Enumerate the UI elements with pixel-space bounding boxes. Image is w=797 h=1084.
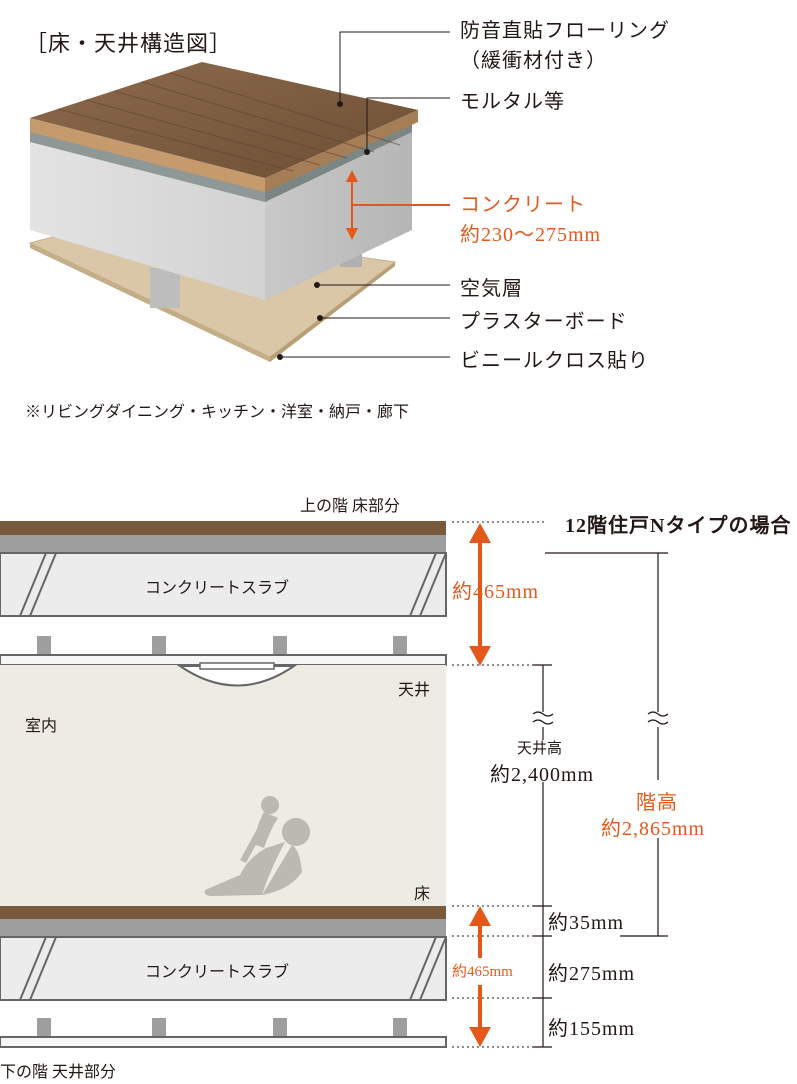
ceiling-light <box>176 665 298 687</box>
lower-slab-label: コンクリートスラブ <box>145 964 290 981</box>
parent-child-silhouette <box>204 796 310 896</box>
lower-flooring <box>0 906 446 919</box>
upper-slab-label: コンクリートスラブ <box>145 580 290 597</box>
mortar-layer <box>30 130 265 202</box>
label-concrete-1: コンクリート <box>460 194 586 216</box>
label-flooring-2: （緩衝材付き） <box>460 50 607 72</box>
label-concrete-2: 約230〜275mm <box>460 224 602 246</box>
support-beam <box>150 268 180 308</box>
floor-height-title: 階高 <box>636 792 678 814</box>
upper-dimension: 約465mm <box>452 581 540 603</box>
ceiling-height-value: 約2,400mm <box>490 764 595 786</box>
lower-hangers <box>37 1018 407 1037</box>
floor-label: 床 <box>414 886 431 903</box>
dim-35: 約35mm <box>548 912 625 934</box>
upper-mortar <box>0 535 446 553</box>
room-note: ※リビングダイニング・キッチン・洋室・納戸・廊下 <box>25 404 410 421</box>
label-air-layer: 空気層 <box>460 278 523 300</box>
upper-slab <box>0 552 447 617</box>
lower-dimension: 約465mm <box>452 964 513 980</box>
upper-hangers <box>37 636 407 655</box>
label-plaster-board: プラスターボード <box>460 311 628 333</box>
upper-flooring <box>0 521 446 535</box>
lower-slab <box>0 936 447 1001</box>
lower-ceiling-label: 下の階 天井部分 <box>0 1064 117 1081</box>
structure-title: ［床・天井構造図］ <box>25 31 233 56</box>
floor-height-value: 約2,865mm <box>601 818 706 840</box>
room-label: 室内 <box>25 718 58 735</box>
dim-275: 約275mm <box>548 963 636 985</box>
ceiling-label: 天井 <box>398 682 431 699</box>
dim-155: 約155mm <box>548 1018 636 1040</box>
label-mortar: モルタル等 <box>460 91 565 113</box>
concrete-slab <box>30 140 265 300</box>
ceiling-height-title: 天井高 <box>517 741 563 757</box>
upper-floor-label: 上の階 床部分 <box>300 498 401 515</box>
label-flooring-1: 防音直貼フローリング <box>460 20 670 42</box>
label-vinyl-cloth: ビニールクロス貼り <box>460 350 649 372</box>
case-label: 12階住戸Nタイプの場合 <box>565 515 792 537</box>
room-interior <box>0 665 446 906</box>
flooring-top <box>30 62 418 178</box>
lower-ceiling-board <box>0 1036 447 1048</box>
lower-mortar <box>0 919 446 937</box>
